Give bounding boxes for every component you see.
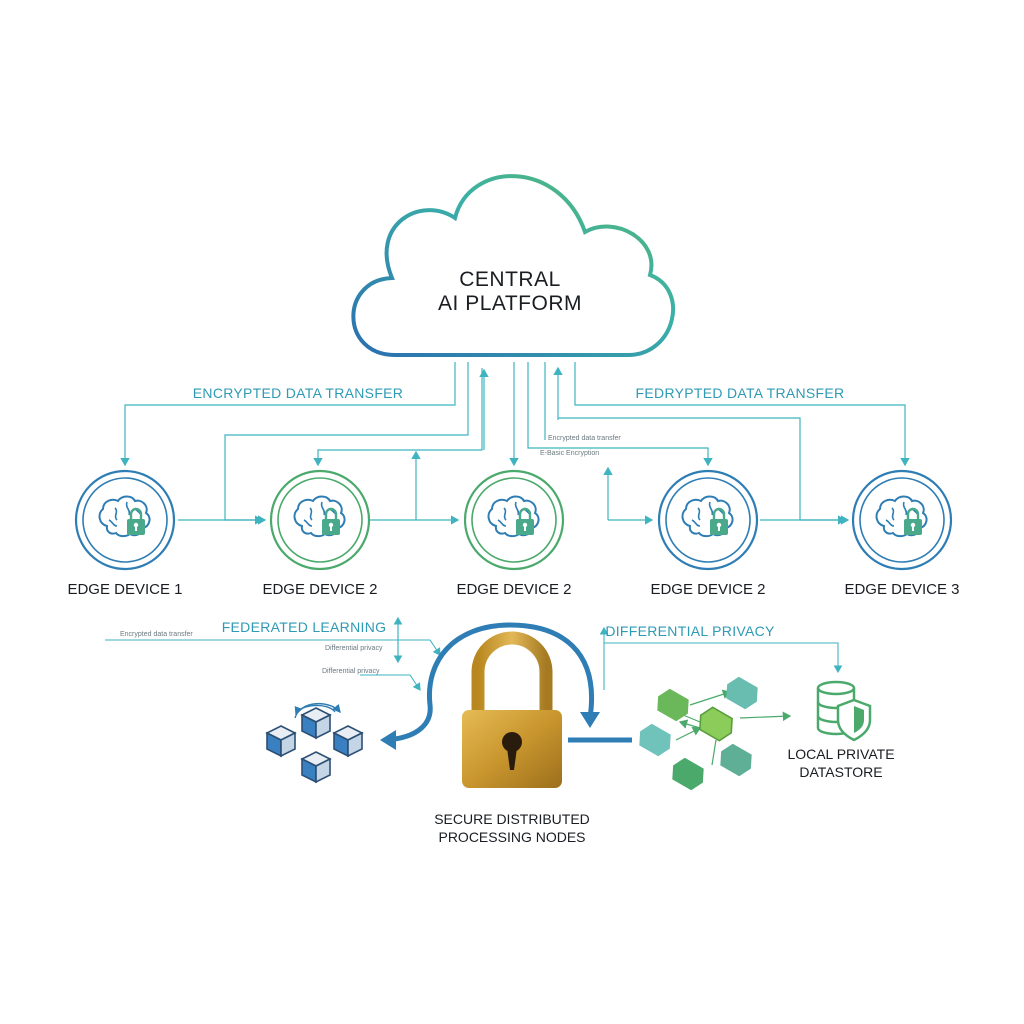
device-label: EDGE DEVICE 2 — [262, 581, 377, 598]
hex-node — [651, 685, 695, 725]
hex-network — [633, 673, 792, 794]
device-label: EDGE DEVICE 1 — [67, 581, 182, 598]
hex-node — [720, 673, 764, 713]
central-title-line2: AI PLATFORM — [438, 292, 582, 315]
device-label: EDGE DEVICE 3 — [844, 581, 959, 598]
datastore-caption-line1: LOCAL PRIVATE — [787, 746, 894, 762]
cubes-icon — [266, 702, 363, 783]
small-label-left-1: Encrypted data transfer — [120, 631, 193, 638]
device-3[interactable] — [463, 469, 565, 571]
device-4[interactable] — [657, 469, 759, 571]
device-5[interactable] — [851, 469, 953, 571]
device-2[interactable] — [269, 469, 371, 571]
padlock-icon — [462, 631, 562, 788]
hex-node — [714, 740, 758, 780]
small-label-left-2: Differential privacy — [325, 645, 383, 652]
arrow-down-icon — [580, 712, 600, 728]
device-label: EDGE DEVICE 2 — [650, 581, 765, 598]
cloud-icon — [351, 174, 676, 357]
hex-node — [666, 754, 710, 794]
flow-label-small-1: Encrypted data transfer — [548, 435, 621, 442]
central-title-line1: CENTRAL — [459, 268, 561, 291]
central-ai-platform[interactable]: CENTRAL AI PLATFORM — [351, 174, 676, 357]
flow-label-fedrypted: FEDRYPTED DATA TRANSFER — [636, 385, 845, 401]
datastore-caption-line2: DATASTORE — [799, 764, 882, 780]
nodes-caption-line1: SECURE DISTRIBUTED — [434, 811, 590, 827]
arrow-left-icon — [380, 730, 396, 750]
nodes-caption-line2: PROCESSING NODES — [438, 829, 585, 845]
differential-privacy-label: DIFFERENTIAL PRIVACY — [605, 623, 775, 639]
flow-label-encrypted: ENCRYPTED DATA TRANSFER — [193, 385, 403, 401]
hex-node — [633, 720, 677, 760]
device-1[interactable] — [74, 469, 176, 571]
federated-learning-label: FEDERATED LEARNING — [222, 619, 387, 635]
lower-left-lines — [105, 616, 441, 691]
connector-lines — [120, 362, 910, 525]
federated-arc — [380, 622, 632, 750]
lower-right-lines — [599, 626, 843, 690]
small-label-left-3: Differential privacy — [322, 668, 380, 675]
device-label: EDGE DEVICE 2 — [456, 581, 571, 598]
hex-node — [693, 703, 739, 745]
database-shield-icon — [816, 680, 872, 742]
flow-label-small-2: E-Basic Encryption — [540, 450, 599, 457]
